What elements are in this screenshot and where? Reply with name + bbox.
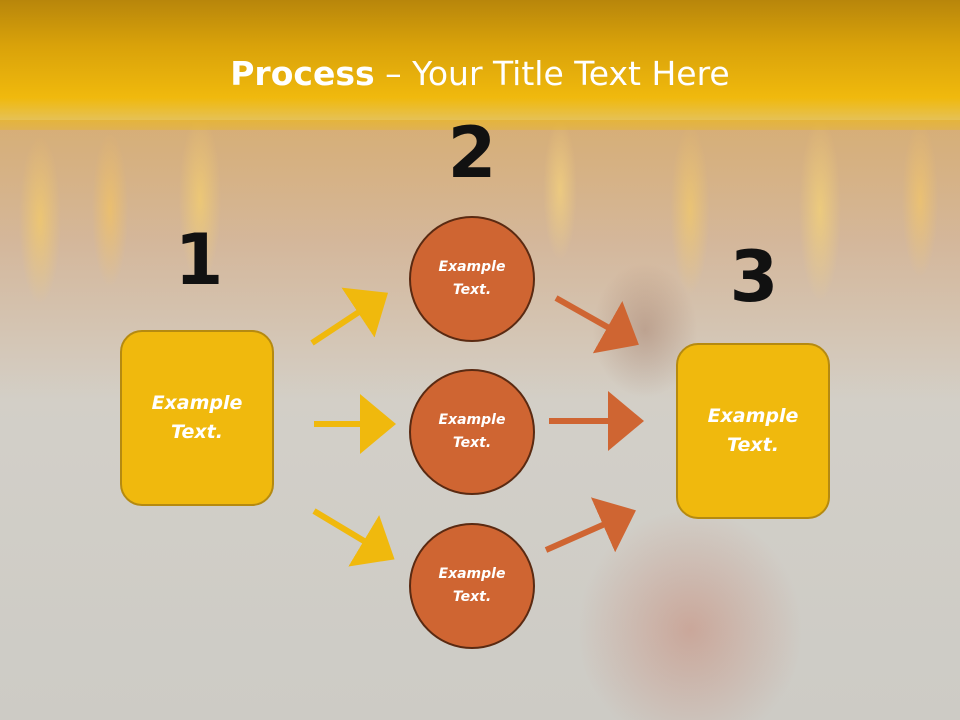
circle-2-text: Example Text. xyxy=(427,409,517,455)
circle-2-line-1: Example xyxy=(438,412,506,428)
step-number-3: 3 xyxy=(729,236,779,318)
circle-3-text: Example Text. xyxy=(427,563,517,609)
arrow-box-to-circle-3 xyxy=(312,508,395,567)
circle-3: Example Text. xyxy=(409,523,535,649)
header-band xyxy=(0,0,960,130)
step-number-1: 1 xyxy=(174,219,224,301)
right-box-line-1: Example xyxy=(707,405,799,427)
title-rest: – Your Title Text Here xyxy=(374,54,730,93)
arrow-circle-1-to-box xyxy=(554,295,639,354)
arrow-box-to-circle-1 xyxy=(310,287,389,346)
circle-3-line-1: Example xyxy=(438,566,506,582)
arrow-circle-3-to-box xyxy=(544,497,636,553)
circle-2-line-2: Text. xyxy=(452,435,492,451)
left-box-text: Example Text. xyxy=(137,389,257,447)
right-box-line-2: Text. xyxy=(727,434,779,456)
left-box-line-1: Example xyxy=(151,392,243,414)
circle-1-text: Example Text. xyxy=(427,256,517,302)
circle-3-line-2: Text. xyxy=(452,589,492,605)
title-bold: Process xyxy=(230,54,375,93)
left-box: Example Text. xyxy=(120,330,274,506)
right-box-text: Example Text. xyxy=(693,402,813,460)
circle-2: Example Text. xyxy=(409,369,535,495)
left-box-line-2: Text. xyxy=(171,421,223,443)
slide-title: Process – Your Title Text Here xyxy=(0,52,960,96)
circle-1-line-2: Text. xyxy=(452,282,492,298)
right-box: Example Text. xyxy=(676,343,830,519)
circle-1-line-1: Example xyxy=(438,259,506,275)
circle-1: Example Text. xyxy=(409,216,535,342)
step-number-2: 2 xyxy=(447,112,497,194)
